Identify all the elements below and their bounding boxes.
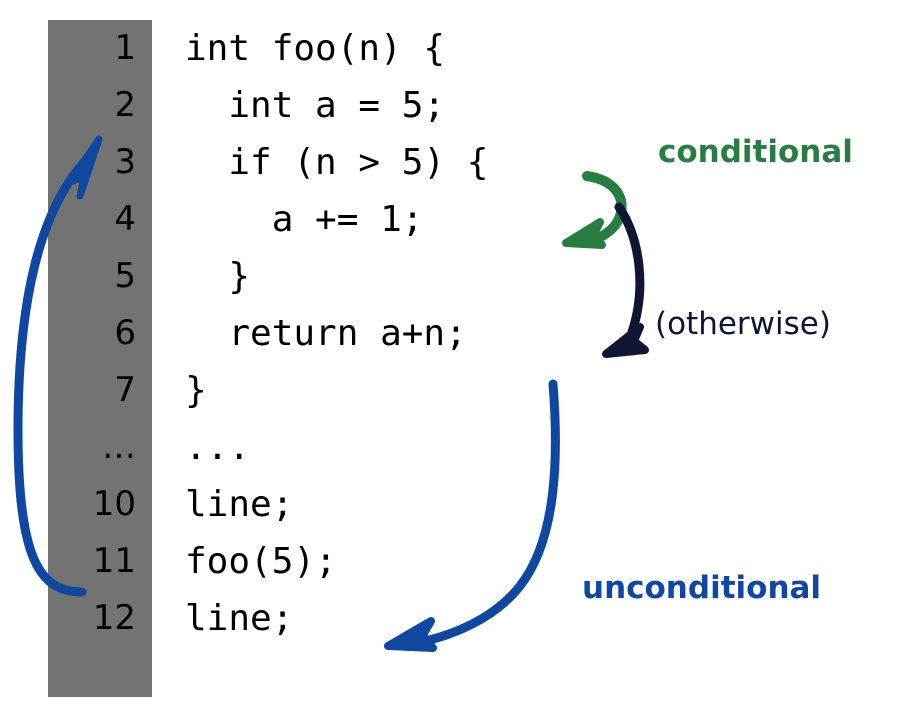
line-code: return a+n; (185, 313, 467, 354)
line-code: int a = 5; (185, 85, 446, 126)
code-line-row[interactable]: 5 } (0, 248, 920, 305)
unconditional-label: unconditional (582, 570, 822, 606)
line-number: 3 (114, 142, 136, 182)
code-line-row[interactable]: 1 int foo(n) { (0, 20, 920, 77)
otherwise-label: (otherwise) (655, 306, 831, 342)
code-line-row[interactable]: 12 line; (0, 590, 920, 647)
line-number: 12 (92, 598, 136, 638)
line-code: if (n > 5) { (185, 142, 489, 183)
line-number: 7 (114, 370, 136, 410)
line-code: foo(5); (185, 541, 337, 582)
line-code: a += 1; (185, 199, 424, 240)
code-line-row[interactable]: 7 } (0, 362, 920, 419)
line-number: 5 (114, 256, 136, 296)
code-line-row[interactable]: 11 foo(5); (0, 533, 920, 590)
line-code: int foo(n) { (185, 28, 446, 69)
line-code: ... (185, 427, 251, 468)
line-number: 10 (92, 484, 136, 524)
line-code: line; (185, 484, 294, 525)
line-number-ellipsis: … (102, 427, 136, 467)
code-line-row[interactable]: 4 a += 1; (0, 191, 920, 248)
code-line-row-elided[interactable]: … ... (0, 419, 920, 476)
code-lines: 1 int foo(n) { 2 int a = 5; 3 if (n > 5)… (0, 20, 920, 697)
code-line-row[interactable]: 6 return a+n; (0, 305, 920, 362)
line-number: 2 (114, 85, 136, 125)
line-code: } (185, 370, 207, 411)
code-line-row[interactable]: 3 if (n > 5) { (0, 134, 920, 191)
code-line-row[interactable]: 2 int a = 5; (0, 77, 920, 134)
line-number: 6 (114, 313, 136, 353)
line-number: 4 (114, 199, 136, 239)
line-code: line; (185, 598, 294, 639)
line-number: 1 (114, 28, 136, 68)
code-line-row[interactable]: 10 line; (0, 476, 920, 533)
conditional-label: conditional (658, 134, 853, 170)
line-code: } (185, 256, 251, 297)
line-number: 11 (92, 541, 136, 581)
